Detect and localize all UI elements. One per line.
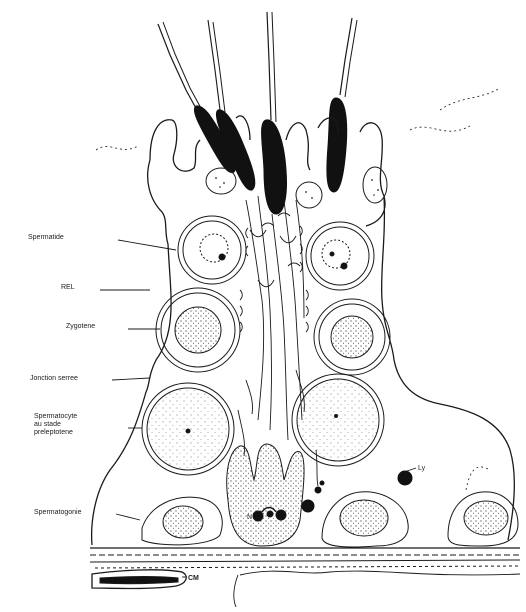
myoid-cell-label: CM: [188, 575, 199, 582]
myoid-cell: [92, 570, 186, 589]
label-spermatogonie: Spermatogonie: [34, 509, 81, 517]
label-spermatide: Spermatide: [28, 234, 64, 242]
zygotene-cells: [156, 288, 390, 375]
label-rel: REL: [61, 284, 75, 292]
flagella: [158, 12, 357, 122]
sertoli-nucleus: [227, 444, 304, 546]
label-jonction-serree: Jonction serree: [30, 375, 78, 383]
lysosome-label: Ly: [418, 465, 426, 472]
spermatogonia-cells: [142, 492, 518, 547]
spermatid-cells: [178, 216, 374, 290]
label-zygotene: Zygotene: [66, 323, 95, 331]
label-spermatocyte: Spermatocyte au stade preleptotene: [34, 413, 77, 437]
nucleus-label: N: [247, 514, 252, 521]
